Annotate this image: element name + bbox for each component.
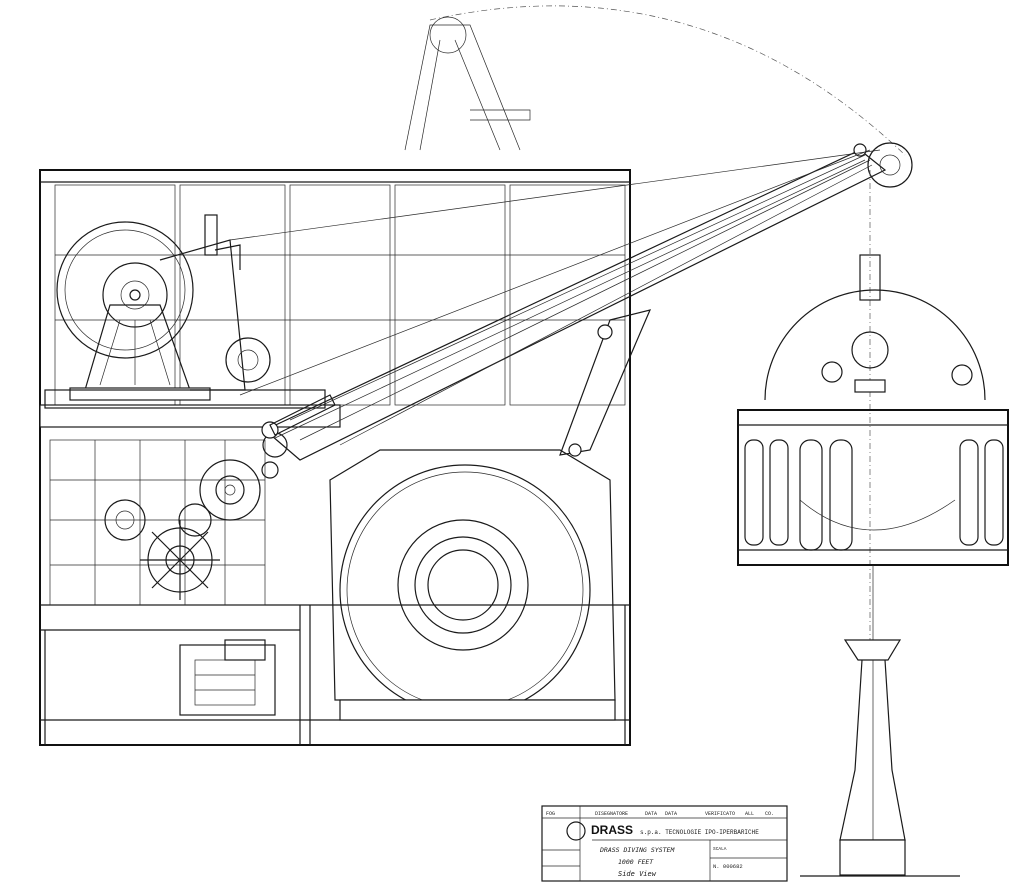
guide-post	[800, 565, 960, 877]
platform-deck	[39, 389, 341, 428]
tb-header-all: ALL	[745, 811, 754, 817]
power-unit	[179, 639, 276, 716]
title-block: FOG DISEGNATORE DATA DATA VERIFICATO ALL…	[541, 805, 788, 882]
drawing-title-line1: DRASS DIVING SYSTEM	[599, 846, 675, 854]
tb-header-checked: VERIFICATO	[705, 811, 735, 817]
gear-train	[104, 432, 288, 600]
diving-bell	[737, 170, 1009, 640]
tb-header-date-2: DATA	[665, 811, 677, 817]
upper-winch-drum	[56, 214, 271, 401]
tb-header-fog: FOG	[546, 811, 555, 817]
drawing-number: N. 000682	[713, 863, 743, 870]
crane-boom	[229, 142, 913, 461]
frame-structure	[39, 169, 631, 746]
tb-header-date-1: DATA	[645, 811, 657, 817]
tb-header-co: CO.	[765, 811, 774, 817]
scale-label: SCALA	[713, 846, 727, 852]
drawing-title-line3: Side View	[618, 870, 657, 878]
company-name: DRASS	[591, 823, 633, 837]
company-seal-icon	[566, 821, 586, 841]
boom-swing-arc	[404, 5, 906, 156]
drawing-title-line2: 1000 FEET	[618, 858, 654, 866]
company-suffix: s.p.a. TECNOLOGIE IPO-IPERBARICHE	[640, 829, 759, 836]
umbilical-drum	[329, 449, 616, 721]
tb-header-designer: DISEGNATORE	[595, 811, 628, 817]
